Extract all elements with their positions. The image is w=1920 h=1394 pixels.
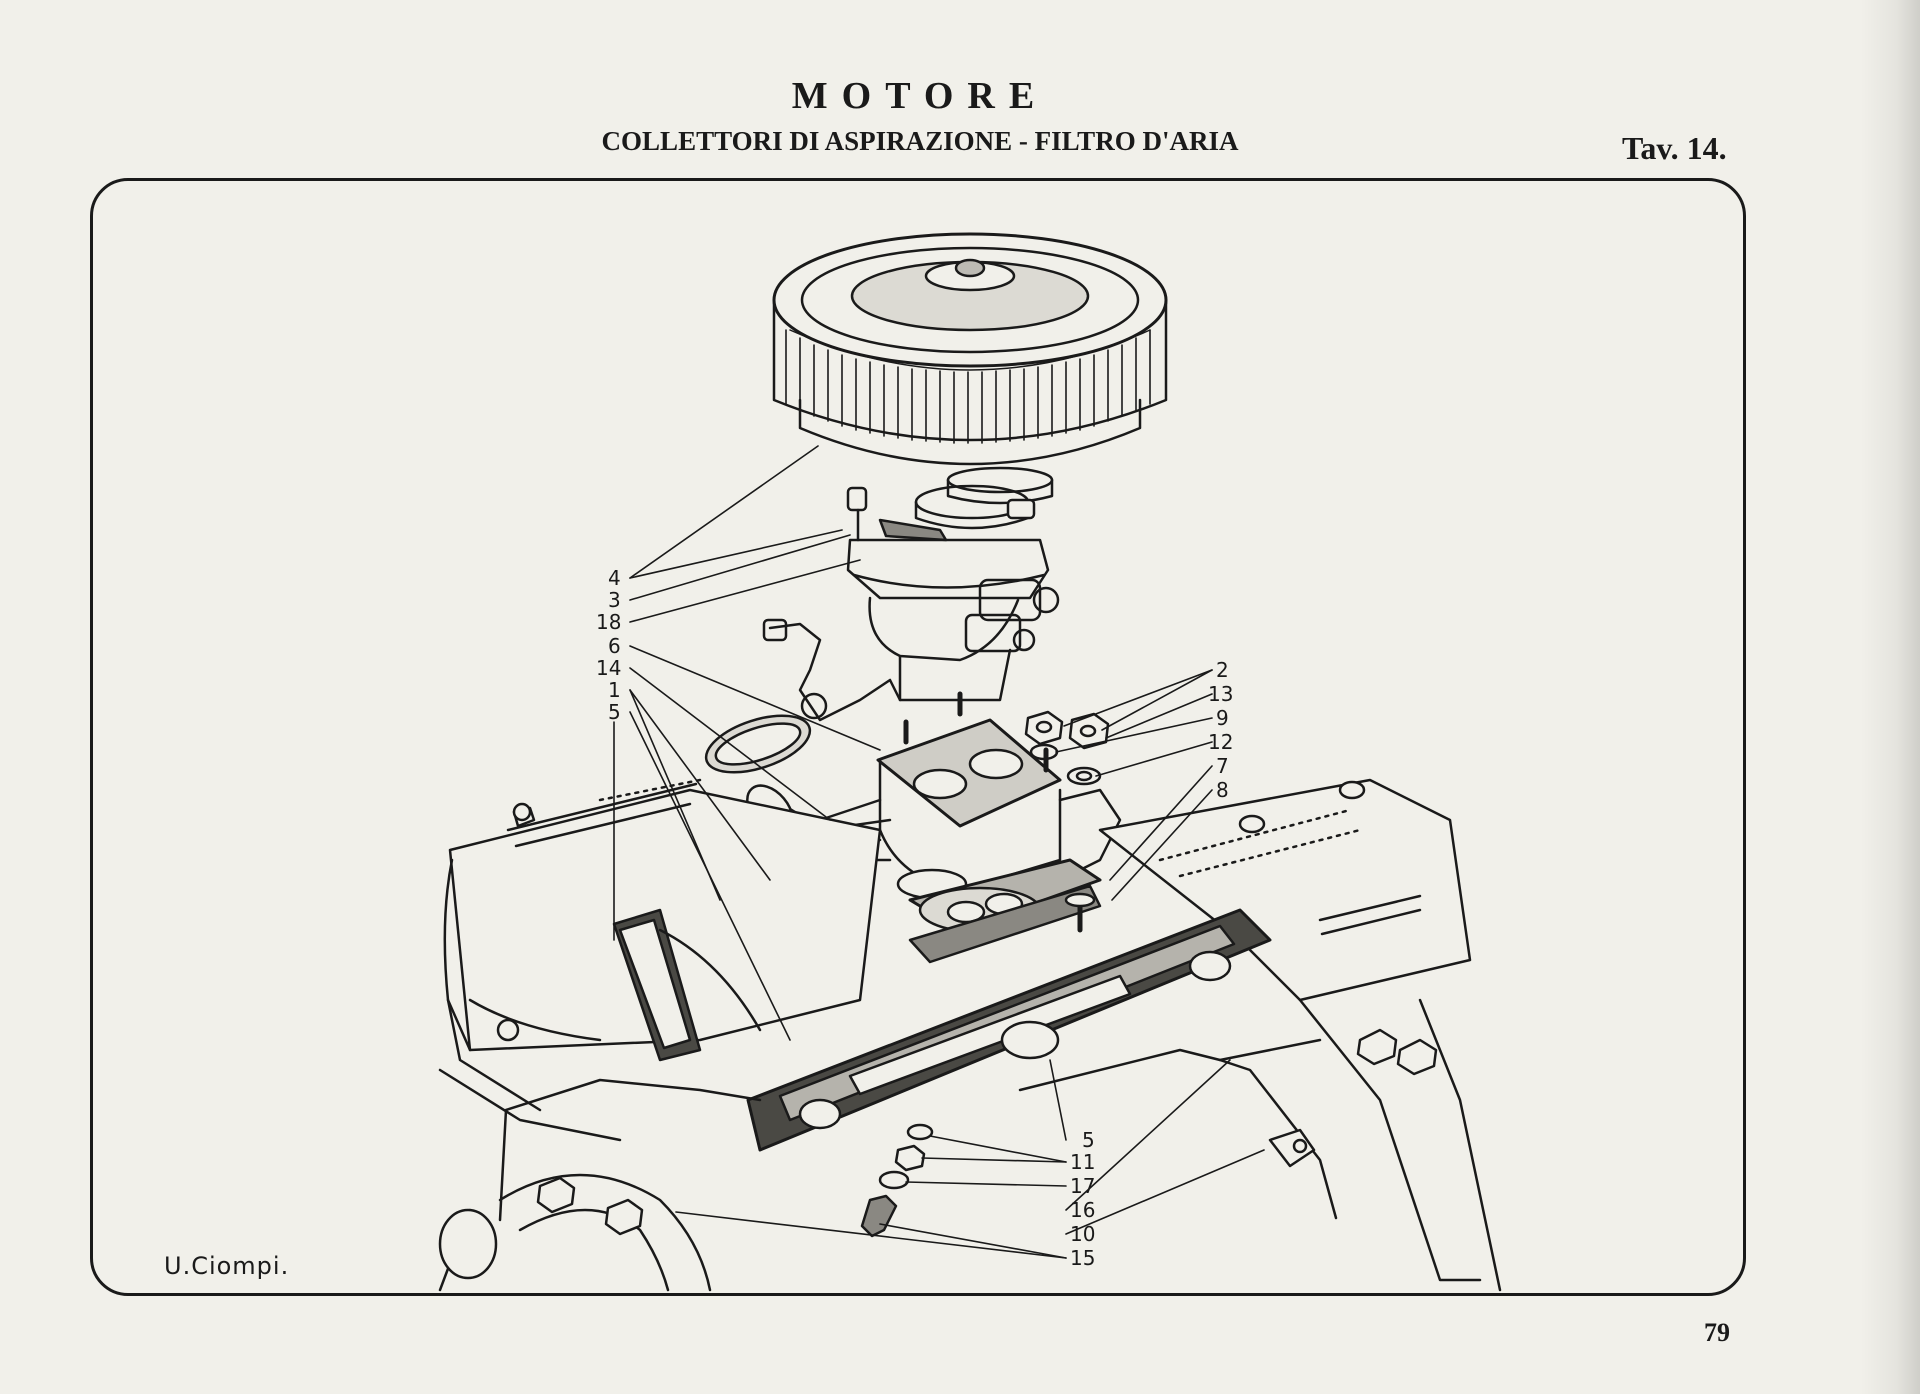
callout-3: 3 — [608, 588, 621, 612]
callout-15: 15 — [1070, 1246, 1096, 1270]
illustration-frame — [90, 178, 1746, 1296]
intake-manifold-upper — [738, 691, 1122, 964]
callout-16: 16 — [1070, 1198, 1096, 1222]
leader-lines — [613, 445, 1265, 1259]
manifold-gasket — [746, 908, 1272, 1152]
page-title: MOTORE — [791, 75, 1049, 117]
callout-12: 12 — [1208, 730, 1234, 754]
support-rod — [498, 1038, 1338, 1222]
callout-17: 17 — [1070, 1174, 1096, 1198]
engine-lower-housing — [438, 1173, 712, 1292]
illustrator-signature: U.Ciompi. — [164, 1252, 290, 1280]
plate-number: Tav. 14. — [1622, 130, 1727, 166]
callout-1: 1 — [608, 678, 621, 702]
cylinder-head-right — [1098, 778, 1502, 1292]
callout-4: 4 — [608, 566, 621, 590]
callout-13: 13 — [1208, 682, 1234, 706]
bolt-parts — [860, 1123, 1316, 1238]
callout-5-left: 5 — [608, 700, 621, 724]
callout-9: 9 — [1216, 706, 1229, 730]
page-number: 79 — [1704, 1318, 1730, 1347]
callout-8: 8 — [1216, 778, 1229, 802]
callout-11: 11 — [1070, 1150, 1096, 1174]
callout-2: 2 — [1216, 658, 1229, 682]
hose-clamp — [914, 484, 1036, 530]
callout-7: 7 — [1216, 754, 1229, 778]
page-edge-shadow — [1860, 0, 1920, 1394]
air-filter — [772, 232, 1168, 505]
nuts-and-washers — [1024, 710, 1110, 786]
callout-18: 18 — [596, 610, 622, 634]
callout-10: 10 — [1070, 1222, 1096, 1246]
cylinder-head-left — [438, 778, 882, 1142]
callout-5-right: 5 — [1082, 1128, 1095, 1152]
callout-6: 6 — [608, 634, 621, 658]
page-subtitle: COLLETTORI DI ASPIRAZIONE - FILTRO D'ARI… — [601, 126, 1239, 156]
carburettor — [762, 486, 1060, 722]
callout-14: 14 — [596, 656, 622, 680]
